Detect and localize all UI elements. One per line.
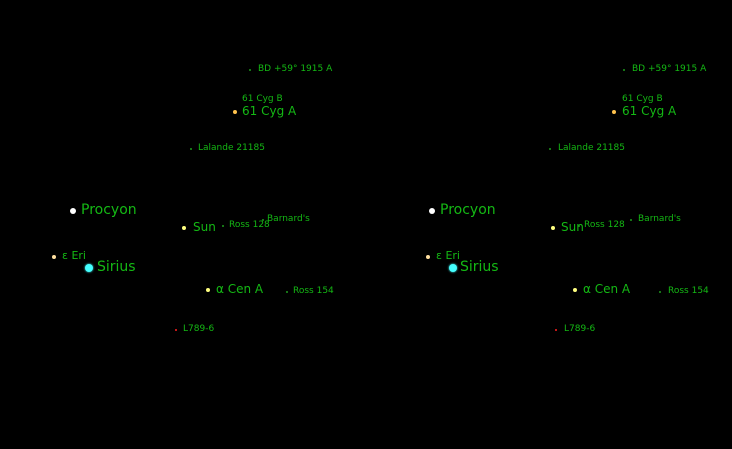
star-marker [262,219,264,221]
star-label: ε Eri [436,249,460,262]
star-label: Lalande 21185 [558,143,625,153]
star-label: Ross 154 [668,286,709,296]
star-label: Barnard's [638,214,681,224]
star-label: BD +59° 1915 A [632,64,707,74]
star-label: Ross 154 [293,286,334,296]
star-label: Procyon [440,202,496,218]
star-marker [70,208,76,214]
star-label: Procyon [81,202,137,218]
star-marker [85,264,93,272]
star-marker [429,208,435,214]
star-marker [573,288,577,292]
star-label: L789-6 [183,324,215,334]
star-marker [449,264,457,272]
star-marker [206,288,210,292]
star-marker [233,110,237,114]
star-marker [555,329,557,331]
star-marker [426,255,430,259]
star-marker [630,219,632,221]
star-label: 61 Cyg A [622,104,677,118]
star-marker [612,110,616,114]
star-label: Sirius [460,259,499,275]
star-marker [549,148,551,150]
star-marker [551,226,555,230]
star-marker [249,69,251,71]
star-marker [222,225,224,227]
star-label: Sun [561,220,584,234]
star-label: Lalande 21185 [198,143,265,153]
star-label: ε Eri [62,249,86,262]
star-label: Barnard's [267,214,310,224]
star-label: 61 Cyg B [242,94,283,104]
star-marker [190,148,192,150]
star-label: Sun [193,220,216,234]
star-marker [175,329,177,331]
star-label: L789-6 [564,324,596,334]
star-marker [52,255,56,259]
star-label: 61 Cyg A [242,104,297,118]
star-label: Sirius [97,259,136,275]
star-label: α Cen A [216,282,264,296]
star-label: 61 Cyg B [622,94,663,104]
star-label: Ross 128 [584,220,625,230]
star-label: Ross 128 [229,220,270,230]
star-marker [286,291,288,293]
star-marker [578,225,580,227]
star-label: BD +59° 1915 A [258,64,333,74]
star-marker [182,226,186,230]
star-marker [623,69,625,71]
star-marker [659,291,661,293]
star-label: α Cen A [583,282,631,296]
